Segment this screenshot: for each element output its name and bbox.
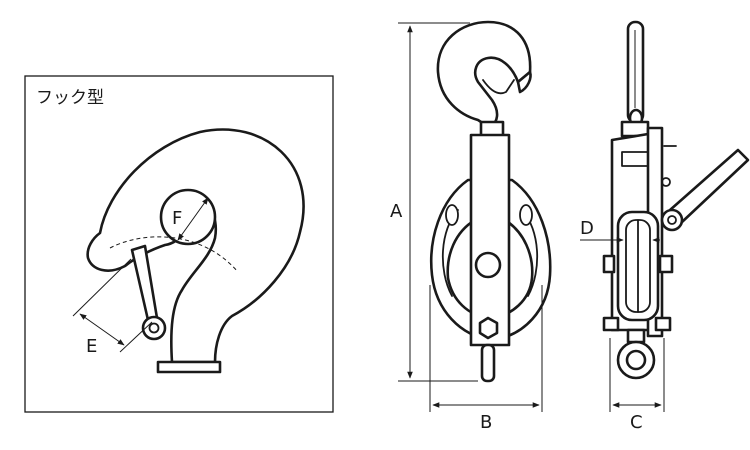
label-A: A — [390, 201, 403, 222]
side-view: D C — [580, 20, 750, 433]
side-lug-left — [602, 254, 616, 274]
dim-F-arrow — [177, 197, 209, 241]
latch-pivot-hole — [148, 322, 160, 334]
side-lug-right — [658, 254, 674, 274]
hook-centerline — [109, 236, 239, 273]
cheek-rivet-right — [519, 204, 533, 226]
side-bottom-eye-hole — [625, 349, 647, 371]
bolt-end — [480, 343, 496, 383]
side-foot-left — [602, 316, 620, 332]
side-stud-2 — [661, 177, 671, 187]
label-D: D — [580, 218, 594, 239]
hook-base-plate — [156, 360, 222, 374]
side-foot-right — [654, 316, 672, 332]
hex-nut — [478, 316, 499, 340]
top-hook — [436, 20, 532, 130]
axle-pin — [474, 251, 502, 279]
front-view: A B — [390, 20, 552, 433]
latch-pivot — [141, 315, 167, 341]
inset-title: フック型 — [36, 88, 104, 108]
side-eye-neck — [626, 328, 646, 344]
dim-E-arrow — [79, 313, 125, 346]
hook-body — [86, 128, 305, 364]
side-latch-pivot — [660, 208, 684, 232]
hook-inner-line — [482, 79, 515, 95]
dim-E-ext1 — [72, 258, 132, 317]
side-latch-hole — [667, 215, 677, 225]
hook-tip — [516, 70, 532, 94]
side-latch-arm — [668, 148, 750, 224]
label-E: E — [86, 336, 97, 357]
hook-type-inset: フック型 F E — [24, 75, 334, 413]
label-F: F — [172, 208, 182, 229]
cheek-rivet-left — [445, 204, 459, 226]
label-B: B — [480, 412, 492, 433]
dim-E-ext2 — [119, 321, 153, 353]
center-bar — [469, 133, 511, 347]
hook-throat-circle — [159, 188, 217, 246]
label-C: C — [630, 412, 643, 433]
